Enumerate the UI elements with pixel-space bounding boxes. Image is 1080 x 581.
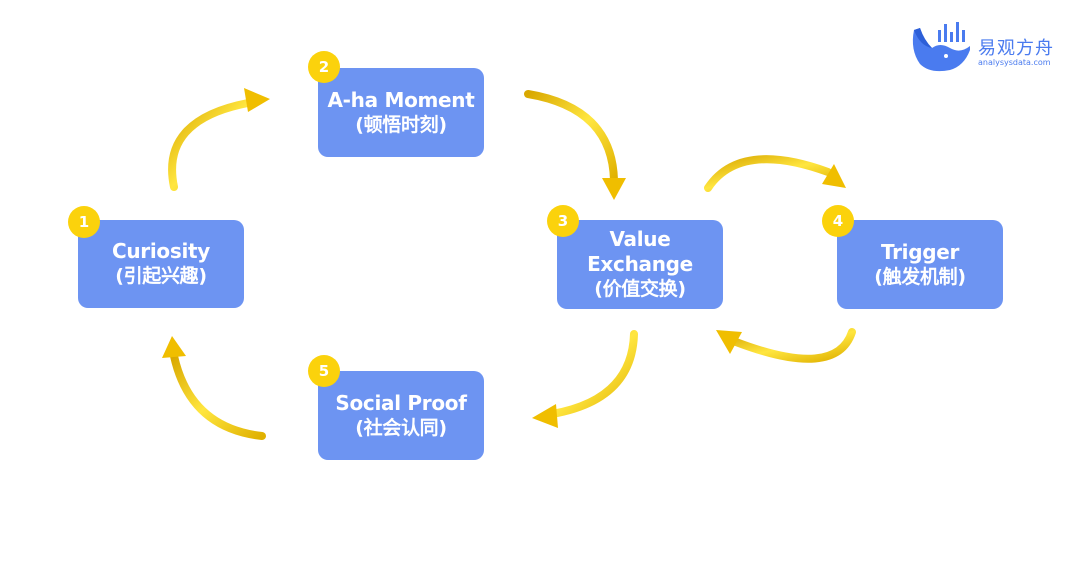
- node-social-proof-title: Social Proof: [335, 390, 467, 415]
- arrow-value-to-social: [532, 330, 638, 428]
- node-value-exchange: Value Exchange (价值交换): [557, 220, 723, 309]
- node-trigger: Trigger (触发机制): [837, 220, 1003, 309]
- brand-url: analysysdata.com: [978, 58, 1051, 67]
- node-trigger-subtitle: (触发机制): [874, 265, 966, 288]
- node-curiosity: Curiosity (引起兴趣): [78, 220, 244, 308]
- arrow-social-to-curiosity: [162, 336, 266, 440]
- node-social-proof-subtitle: (社会认同): [355, 416, 447, 439]
- badge-2: 2: [308, 51, 340, 83]
- arrow-trigger-to-value: [716, 328, 856, 363]
- brand-name: 易观方舟: [978, 38, 1054, 59]
- node-aha-moment: A-ha Moment (顿悟时刻): [318, 68, 484, 157]
- arrow-value-to-trigger: [704, 155, 846, 192]
- badge-4: 4: [822, 205, 854, 237]
- node-aha-moment-subtitle: (顿悟时刻): [355, 113, 447, 136]
- node-curiosity-subtitle: (引起兴趣): [115, 265, 207, 287]
- arrow-curiosity-to-aha: [168, 88, 270, 191]
- node-value-exchange-subtitle: (价值交换): [594, 278, 686, 300]
- badge-5: 5: [308, 355, 340, 387]
- badge-3: 3: [547, 205, 579, 237]
- node-trigger-title: Trigger: [880, 239, 960, 264]
- node-value-exchange-title-2: Exchange: [587, 252, 693, 276]
- whale-bar-chart-logo-icon: [912, 22, 970, 72]
- arrow-aha-to-value: [524, 90, 626, 200]
- node-social-proof: Social Proof (社会认同): [318, 371, 484, 460]
- badge-1: 1: [68, 206, 100, 238]
- node-aha-moment-title: A-ha Moment: [327, 87, 475, 112]
- brand-logo: 易观方舟 analysysdata.com: [910, 20, 1070, 76]
- node-value-exchange-title-1: Value: [609, 227, 671, 251]
- node-curiosity-title: Curiosity: [111, 239, 211, 263]
